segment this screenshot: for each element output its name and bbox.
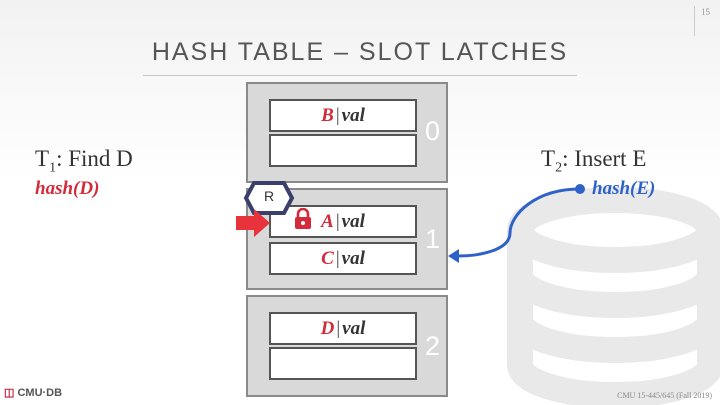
t2-action: : Insert E — [562, 146, 647, 171]
cmu-db-logo: ◫ CMU·DB — [4, 386, 62, 399]
slot-value: val — [342, 318, 366, 339]
slot-b: B|val — [269, 99, 417, 132]
t2-name: T — [541, 146, 556, 171]
database-watermark-icon — [507, 187, 720, 405]
slot-separator: | — [335, 105, 340, 126]
slot-value: val — [341, 105, 365, 126]
slot-key: C — [321, 248, 334, 269]
t1-label: T1: Find D — [35, 146, 133, 177]
t2-pointer-arrow-icon — [448, 184, 585, 263]
t1-hash: hash(D) — [35, 178, 100, 199]
latch-mode-label: R — [263, 188, 275, 204]
bucket-0: B|val 0 — [246, 82, 448, 183]
read-latch-hexagon-icon — [243, 181, 295, 215]
lock-icon — [295, 208, 311, 229]
slide-number: 15 — [694, 6, 710, 36]
logo-text: CMU·DB — [17, 387, 63, 399]
slot-value: val — [341, 248, 365, 269]
t2-label: T2: Insert E — [541, 146, 646, 177]
bucket-2: D|val 2 — [246, 295, 448, 397]
title-divider — [143, 75, 577, 76]
slot-key: A — [321, 211, 334, 232]
t2-subscript: 2 — [555, 160, 563, 176]
database-logo-icon: ◫ — [4, 387, 15, 399]
t1-subscript: 1 — [49, 160, 57, 176]
bucket-index: 2 — [424, 331, 440, 361]
t1-name: T — [35, 146, 50, 171]
bucket-index: 0 — [424, 116, 440, 146]
slot-separator: | — [335, 211, 340, 232]
t2-hash: hash(E) — [592, 178, 656, 199]
course-footer: CMU 15-445/645 (Fall 2019) — [617, 391, 712, 400]
slot-empty — [269, 347, 417, 380]
slot-value: val — [341, 211, 365, 232]
slot-key: B — [321, 105, 334, 126]
t1-pointer-arrow-icon — [236, 209, 270, 237]
slot-empty — [269, 134, 417, 167]
slot-key: D — [320, 318, 335, 339]
t1-action: : Find D — [56, 146, 133, 171]
slot-separator: | — [336, 318, 341, 339]
slot-a: A|val — [269, 205, 417, 238]
slot-separator: | — [335, 248, 340, 269]
slot-c: C|val — [269, 242, 417, 275]
bucket-index: 1 — [424, 224, 440, 254]
slot-d: D|val — [269, 312, 417, 345]
slide-title: HASH TABLE – SLOT LATCHES — [151, 38, 569, 66]
